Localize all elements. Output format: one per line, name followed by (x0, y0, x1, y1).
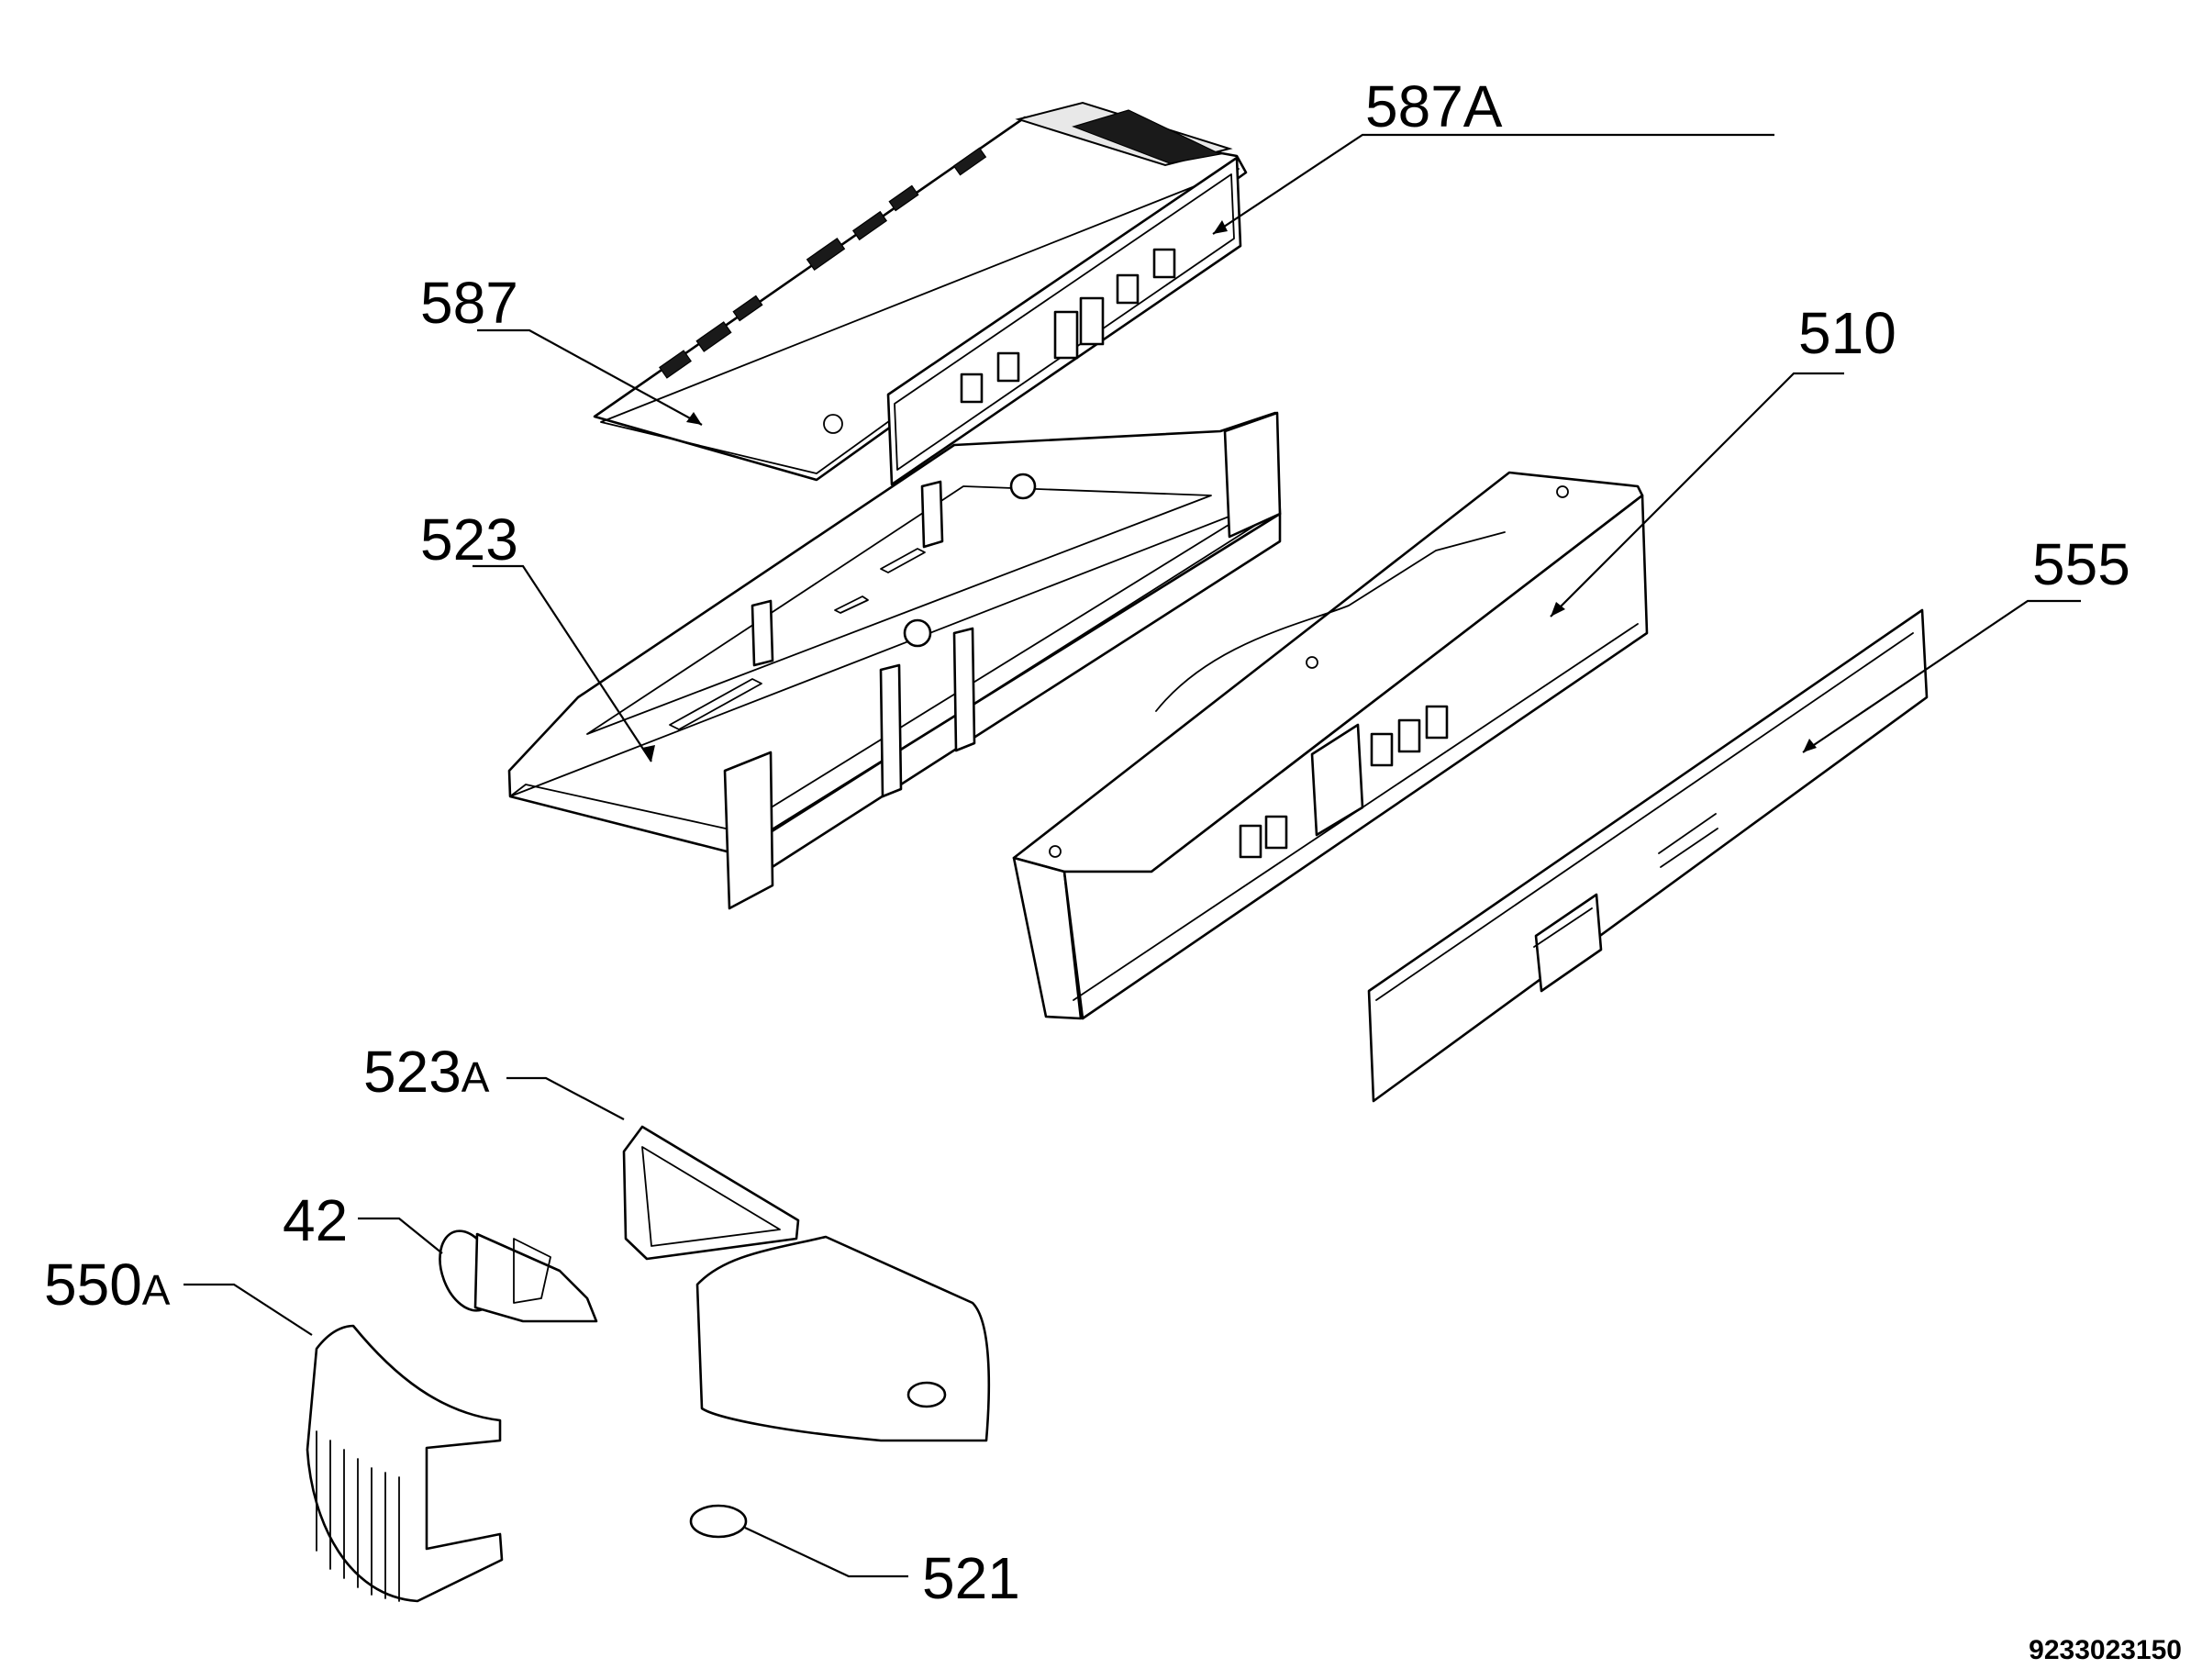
callout-523: 523 (420, 506, 518, 573)
arrowhead-587 (686, 412, 702, 425)
document-number: 9233023150 (2029, 1635, 2182, 1665)
leader-550A (184, 1283, 313, 1336)
leader-523 (473, 564, 652, 762)
part-587-circuit-board (593, 101, 1248, 486)
leader-521 (744, 1527, 908, 1578)
leader-523A (506, 1076, 625, 1120)
leader-555 (1802, 599, 2081, 753)
callout-510: 510 (1798, 300, 1896, 366)
callout-587A: 587A (1365, 73, 1503, 139)
arrowhead-555 (1803, 739, 1817, 752)
arrowhead-523 (642, 745, 655, 762)
part-555-decor-strip (1367, 608, 1929, 1103)
arrowhead-587A (1213, 220, 1228, 234)
part-523-chassis (507, 411, 1282, 910)
part-42-plunger (439, 1229, 598, 1323)
leader-587 (477, 328, 703, 426)
leader-42 (358, 1217, 443, 1254)
leader-lines (184, 133, 2081, 1578)
callout-42: 42 (283, 1187, 348, 1253)
callout-labels: 587A 587 510 523 555 523A 42 550A 521 (44, 73, 2130, 1611)
leader-510 (1550, 372, 1844, 617)
callout-555: 555 (2032, 531, 2130, 597)
part-510-front-panel (1012, 471, 1649, 1020)
callout-550A: 550A (44, 1252, 171, 1318)
callout-523A: 523A (363, 1039, 490, 1105)
callout-521: 521 (922, 1545, 1020, 1611)
arrowhead-510 (1551, 602, 1565, 617)
callout-587: 587 (420, 270, 518, 336)
part-550A-end-cap (306, 1324, 504, 1603)
part-521-o-ring (689, 1504, 748, 1539)
leader-587A (1212, 133, 1774, 235)
part-523A-end-cap (622, 1125, 991, 1442)
